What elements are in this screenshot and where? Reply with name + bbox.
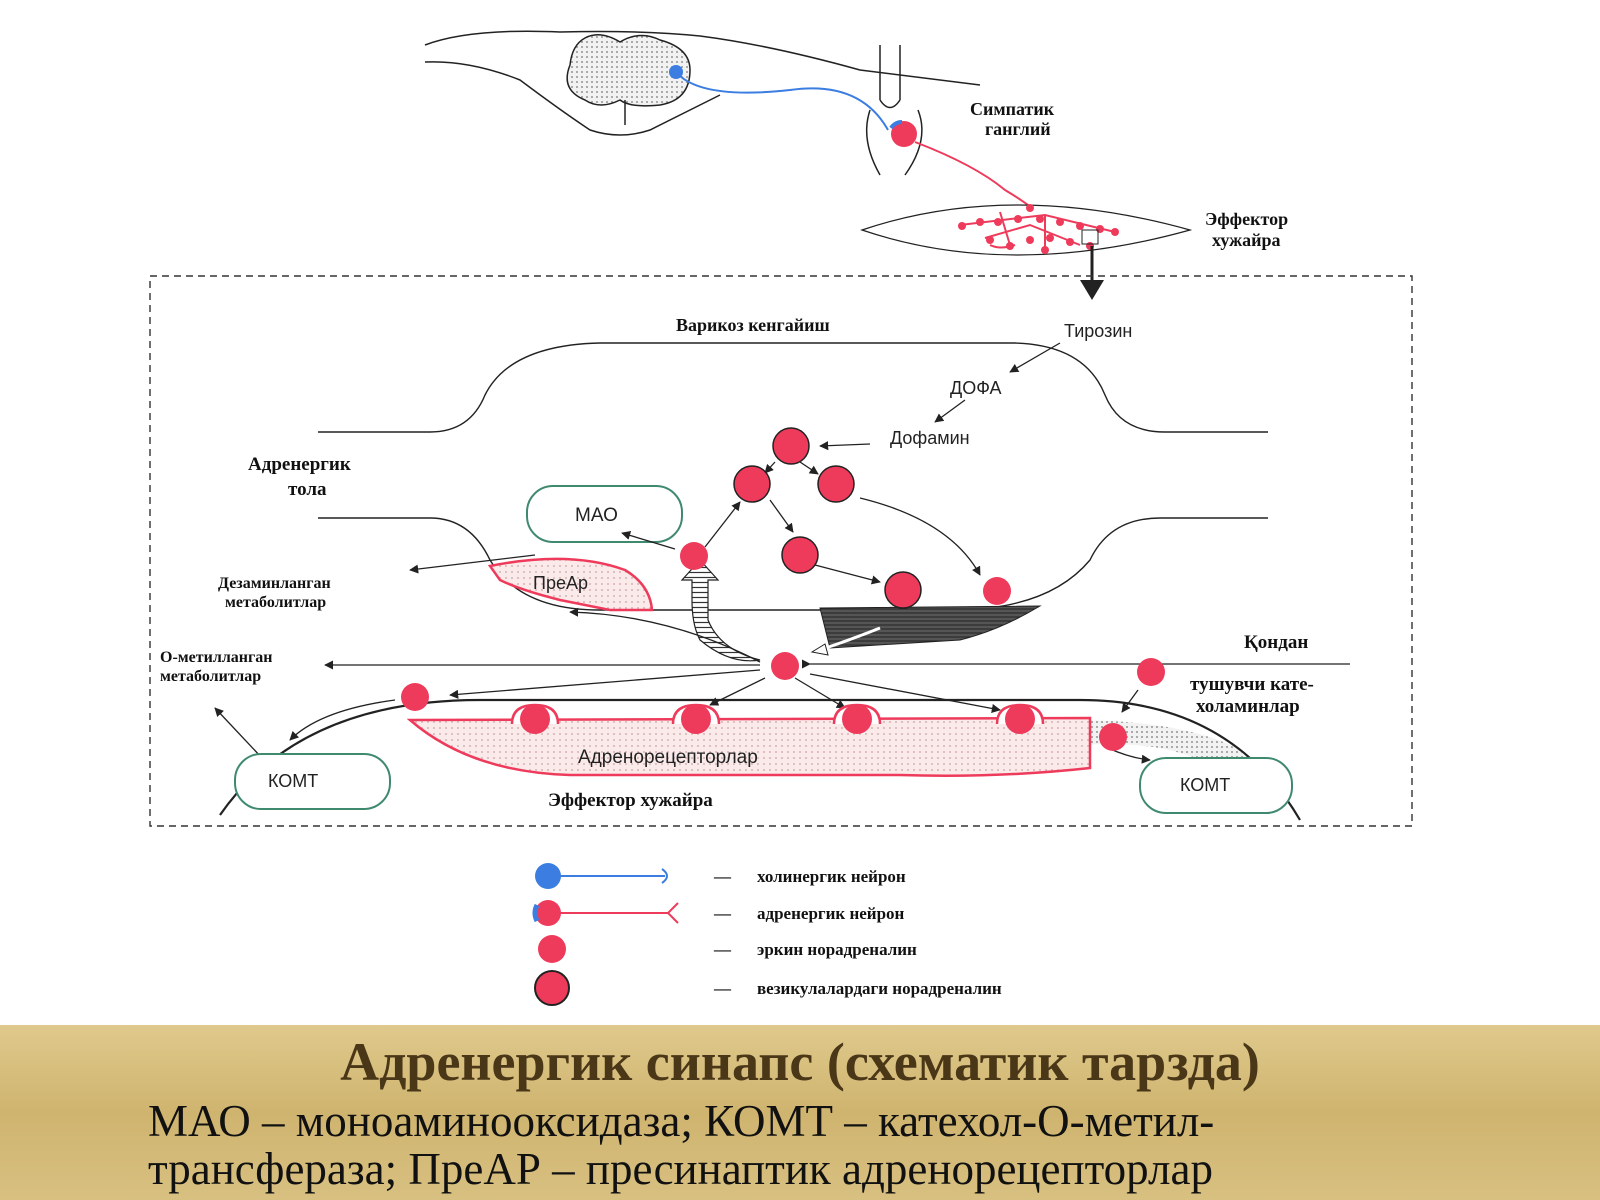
legend: — холинергик нейрон — адренергик нейрон … (532, 863, 1002, 1006)
comt-left-label: КОМТ (268, 771, 318, 791)
cleft-arrows (214, 607, 1350, 764)
prear-receptor: ПреАр (487, 557, 654, 612)
caption-line-2: трансфераза; ПреАР – пресинаптик адренор… (148, 1144, 1213, 1194)
legend-item-free: — эркин норадреналин (538, 935, 917, 963)
cholinergic-neuron (669, 65, 889, 131)
zoom-arrow (1080, 246, 1104, 300)
comt-left: КОМТ (234, 753, 391, 810)
legend-dash-1: — (713, 867, 732, 886)
vesicular-noradrenaline (733, 427, 922, 609)
incoming-catecholamines-label: тушувчи кате- холаминлар (1190, 674, 1319, 717)
methylated-label: О-метилланган метаболитлар (160, 649, 277, 685)
zoom-frame (149, 275, 1413, 827)
tyrosine-label: Тирозин (1064, 321, 1132, 341)
adrenergic-fiber-label: Адренергик тола (248, 454, 356, 500)
legend-item-adrenergic: — адренергик нейрон (532, 900, 905, 926)
legend-text-cholinergic: холинергик нейрон (757, 867, 906, 886)
reuptake-region (819, 605, 1042, 649)
comt-right-label: КОМТ (1180, 775, 1230, 795)
deaminated-label: Дезаминланган метаболитлар (218, 575, 335, 611)
feedback-arrow (680, 559, 761, 662)
legend-dash-3: — (713, 940, 732, 959)
comt-right: КОМТ (1139, 757, 1293, 814)
effector-cell-bottom-label: Эффектор хужайра (548, 790, 713, 811)
caption-panel: Адренергик синапс (схематик тарзда) МАО … (0, 1025, 1600, 1200)
legend-dash-2: — (713, 904, 732, 923)
blood-label: Қондан (1244, 632, 1308, 653)
legend-dash-4: — (713, 979, 732, 998)
legend-item-cholinergic: — холинергик нейрон (535, 863, 906, 889)
mao-enzyme: МАО (526, 485, 683, 543)
varicosity-label: Варикоз кенгайиш (676, 315, 830, 335)
legend-text-adrenergic: адренергик нейрон (757, 904, 905, 923)
spinal-cord (424, 30, 981, 176)
mao-label: МАО (575, 505, 618, 526)
caption-line-1: МАО – моноаминооксидаза; КОМТ – катехол-… (148, 1096, 1215, 1146)
caption-title: Адренергик синапс (схематик тарзда) (340, 1032, 1260, 1092)
effector-cell-top-label: Эффектор хужайра (1205, 209, 1293, 250)
adrenergic-synapse-diagram: Симпатик ганглий Эффектор хужайра Варико… (149, 30, 1413, 1006)
ganglion-label: Симпатик ганглий (970, 99, 1059, 139)
effector-cell-top (860, 204, 1193, 256)
dopa-label: ДОФА (950, 378, 1002, 398)
dopamine-label: Дофамин (890, 428, 970, 448)
receptors-label: Адренорецепторлар (578, 747, 758, 768)
legend-text-vesicular: везикулалардаги норадреналин (757, 979, 1002, 998)
intraneuronal-arrows (409, 441, 981, 585)
legend-text-free: эркин норадреналин (757, 940, 917, 959)
free-noradrenaline (401, 542, 1165, 751)
prear-label: ПреАр (533, 573, 588, 593)
legend-item-vesicular: — везикулалардаги норадреналин (534, 970, 1002, 1006)
receptor-bound-noradrenaline (510, 703, 1045, 734)
effector-membrane: Адренорецепторлар (219, 698, 1301, 821)
